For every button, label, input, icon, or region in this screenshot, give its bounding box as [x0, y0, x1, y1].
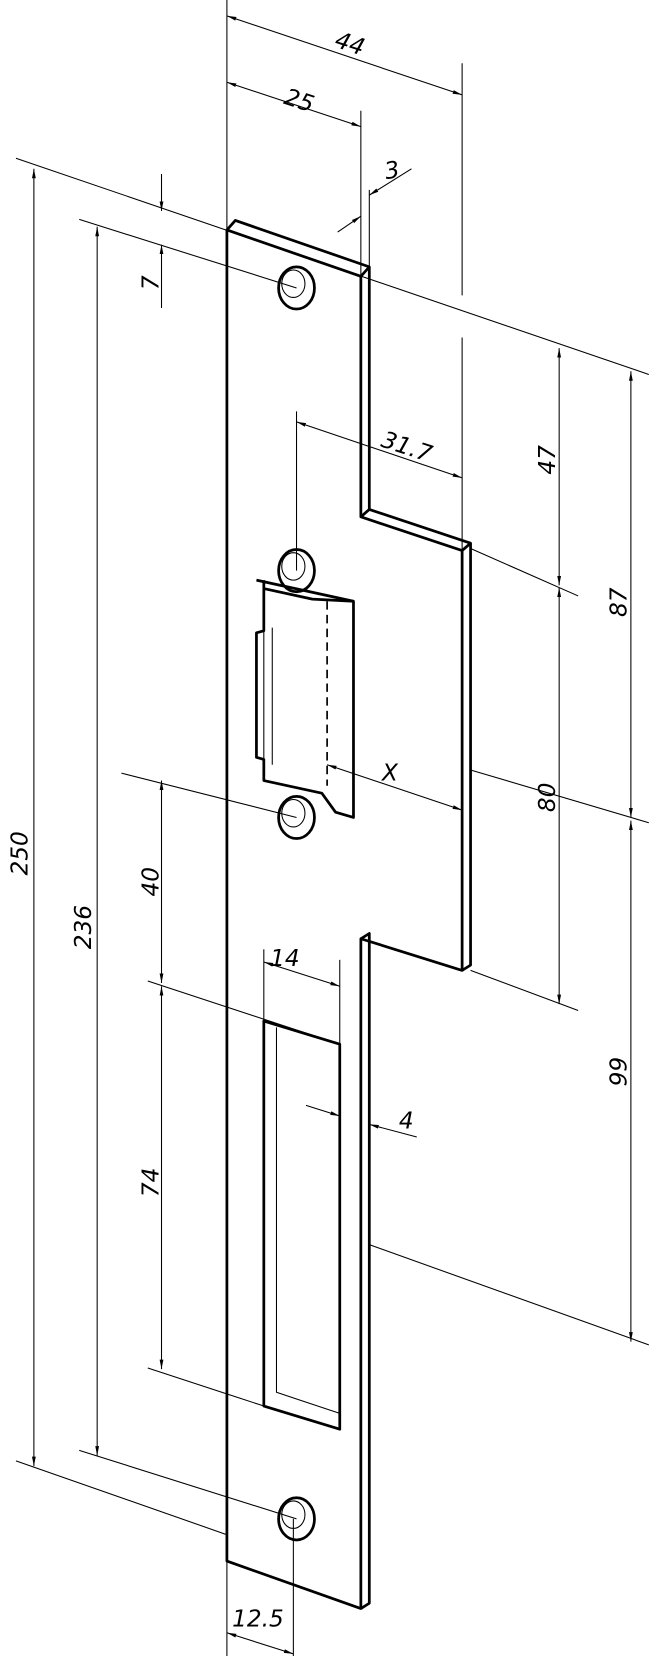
hole-top	[277, 265, 316, 311]
dimension-labels: 44 25 3 7 250 236 31.7 47 87 80 X 99 40 …	[7, 26, 633, 1632]
dim-25: 25	[281, 83, 317, 118]
dim-12-5: 12.5	[232, 1605, 284, 1632]
screw-holes	[277, 265, 316, 1542]
dim-80: 80	[534, 783, 561, 813]
dim-250: 250	[7, 831, 34, 875]
dim-40: 40	[137, 867, 164, 897]
strike-plate	[225, 219, 472, 1610]
latch-cutout	[255, 578, 355, 819]
slot-cutout	[262, 1019, 342, 1431]
dim-4: 4	[399, 1108, 414, 1135]
dimension-lines	[31, 15, 633, 1655]
dim-44: 44	[332, 26, 368, 61]
extension-lines	[15, 0, 649, 1656]
dim-236: 236	[70, 905, 97, 949]
dim-74: 74	[137, 1168, 164, 1198]
hole-lower	[277, 794, 316, 840]
dim-87: 87	[606, 587, 633, 617]
dim-x: X	[381, 760, 399, 787]
dim-99: 99	[606, 1057, 633, 1087]
dim-31-7: 31.7	[378, 426, 436, 468]
dim-3: 3	[383, 156, 402, 185]
dim-14: 14	[270, 945, 300, 972]
dim-47: 47	[534, 445, 561, 475]
dim-7: 7	[137, 275, 164, 290]
